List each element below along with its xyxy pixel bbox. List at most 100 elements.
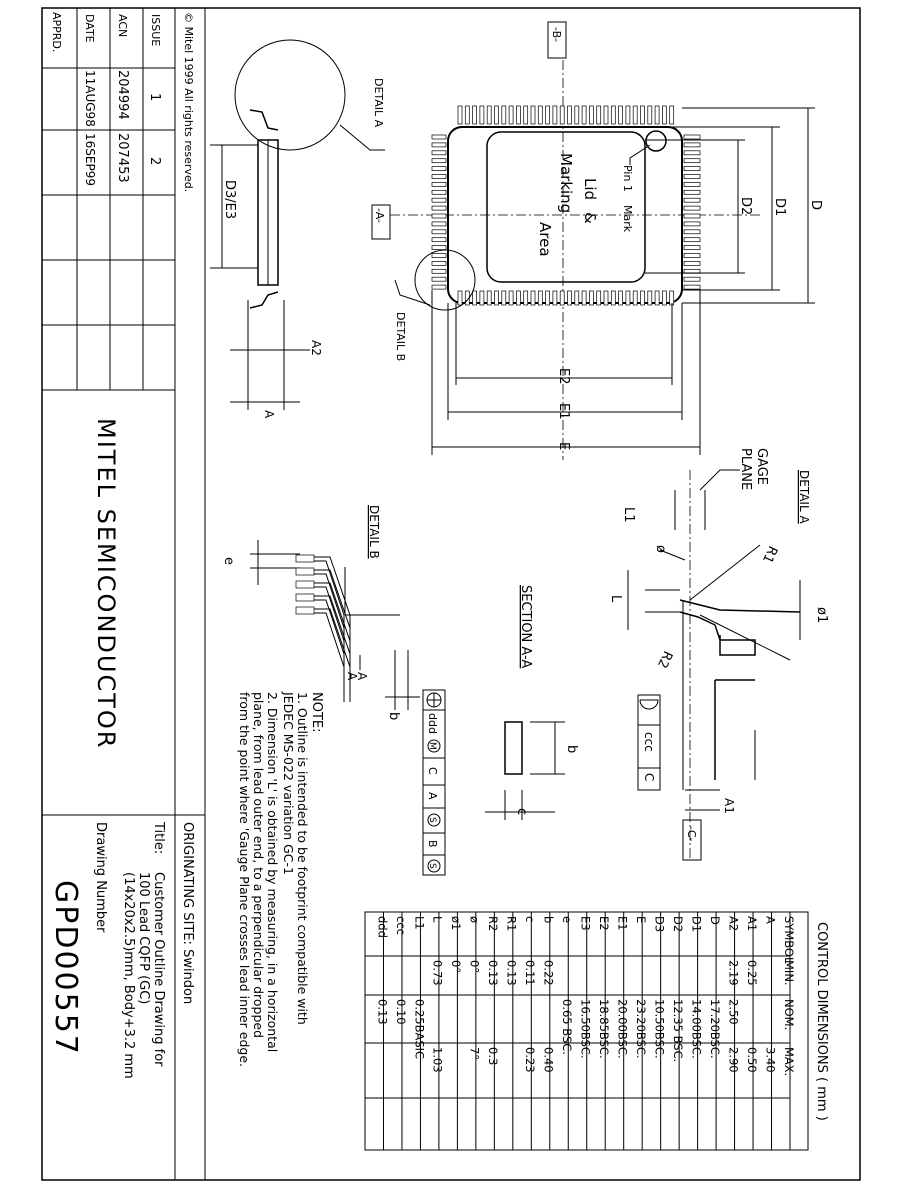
detail-b-a2: A xyxy=(345,672,359,681)
lead xyxy=(669,105,675,125)
lead xyxy=(683,276,701,282)
lead xyxy=(545,290,550,306)
lead xyxy=(431,205,447,211)
lead xyxy=(640,105,645,125)
dim-table-cell: R2 xyxy=(486,916,500,931)
dim-table-cell: 0.10 xyxy=(394,999,408,1025)
dim-d-group xyxy=(645,107,815,304)
datum-b-label: -B- xyxy=(550,27,563,42)
dim-d1-label: D1 xyxy=(772,198,787,216)
lead xyxy=(486,105,492,125)
dimension-table: CONTROL DIMENSIONS ( mm ) SYMBOLMIN.NOM.… xyxy=(364,911,829,1151)
detail-a-a1: A1 xyxy=(722,798,736,814)
lead xyxy=(431,245,447,250)
lead xyxy=(431,268,447,274)
lead xyxy=(431,276,447,282)
dim-table-cell: L1 xyxy=(412,916,426,930)
lead xyxy=(516,290,521,306)
section-aa-view xyxy=(485,721,565,820)
lead xyxy=(596,105,602,125)
lead xyxy=(431,174,447,179)
dim-table-cell: 0.13 xyxy=(375,999,389,1025)
dim-table-cell: 7° xyxy=(468,1047,482,1060)
detail-b-lead xyxy=(295,567,315,576)
lead xyxy=(662,105,667,125)
lead xyxy=(431,182,447,187)
ddd-a: A xyxy=(426,792,439,800)
lead xyxy=(552,290,558,306)
lead xyxy=(431,253,447,258)
lead xyxy=(647,290,653,306)
lead xyxy=(472,290,477,306)
dim-table-cell: 18.85BSC. xyxy=(597,999,611,1059)
package-side-view xyxy=(210,109,310,410)
ddd-m: M xyxy=(427,742,437,750)
dim-d-label: D xyxy=(808,200,823,210)
lead xyxy=(683,174,701,179)
dim-table-cell: 2.50 xyxy=(726,999,740,1025)
detail-b-e: e xyxy=(221,557,236,565)
lead xyxy=(486,290,492,306)
detail-b-lead xyxy=(295,593,315,602)
lead xyxy=(479,290,485,306)
detail-a-circle xyxy=(234,39,346,151)
lead xyxy=(683,261,701,266)
datum-c-label: -C- xyxy=(685,826,698,842)
note-line-5: from the point where 'Gauge Plane crosse… xyxy=(237,692,252,1067)
dim-table-cell: 0.23 xyxy=(523,1047,537,1073)
lead xyxy=(683,245,701,250)
lead xyxy=(683,189,701,195)
detail-b-lead xyxy=(295,580,315,589)
lead xyxy=(683,221,701,227)
lead xyxy=(662,290,667,306)
lead xyxy=(537,105,543,125)
dim-table-cell: 0.13 xyxy=(486,960,500,986)
lead xyxy=(574,105,580,125)
dim-table-cell: 2.19 xyxy=(726,960,740,986)
lead xyxy=(431,229,447,235)
dim-e-group xyxy=(431,290,701,455)
dim-a-label: A xyxy=(262,410,276,419)
lid-text-1: Lid xyxy=(581,178,599,200)
dim-e1-label: E1 xyxy=(556,403,571,420)
rev-date-1: 11AUG98 xyxy=(83,70,97,127)
dim-table-cell: 0.73 xyxy=(431,960,445,986)
note-line-3: 2. Dimension 'L' is obtained by measurin… xyxy=(265,692,280,1052)
dim-table-cell: 0.13 xyxy=(505,960,519,986)
dim-table-cell: 14.00BSC. xyxy=(689,999,703,1059)
dim-table-cell: R1 xyxy=(505,916,519,931)
detail-a-title: DETAIL A xyxy=(797,470,811,524)
dim-table-cell: D2 xyxy=(671,916,685,932)
package-top-view xyxy=(390,60,760,460)
lead xyxy=(516,105,521,125)
title-line-2: 100 Lead CQFP (GC) xyxy=(136,872,151,1004)
lead xyxy=(683,182,701,187)
copyright-text: © Mitel 1999 All rights reserved. xyxy=(182,12,195,192)
pin1-text-2: Mark xyxy=(621,205,634,233)
dim-table-cell: 0.3 xyxy=(486,1047,500,1065)
dim-table-header: SYMBOL xyxy=(782,916,796,964)
dim-e2-label: E2 xyxy=(556,368,571,385)
dim-table-cell: 0.50 xyxy=(745,1047,759,1073)
lead xyxy=(683,158,701,164)
dim-table-cell: e xyxy=(560,916,574,923)
detail-b-lead xyxy=(295,606,315,615)
section-aa-b: b xyxy=(564,745,579,753)
datum-a-frame xyxy=(371,204,391,240)
dim-table-cell: L xyxy=(431,916,445,923)
dim-table-cell: 17.20BSC. xyxy=(708,999,722,1059)
detail-b-ref: DETAIL B xyxy=(394,312,407,361)
dim-table-cell: 16.50BSC. xyxy=(579,999,593,1059)
dim-table-cell: A xyxy=(763,916,777,924)
lead xyxy=(581,105,587,125)
lead xyxy=(523,290,529,306)
detail-a-r2: R2 xyxy=(654,648,675,670)
ccc-datum: C xyxy=(642,773,656,781)
gage-plane-2: PLANE xyxy=(738,448,753,490)
company-name: MITEL SEMICONDUCTOR xyxy=(92,418,120,749)
dim-table-cell: 10.50BSC. xyxy=(653,999,667,1059)
lead xyxy=(683,205,701,211)
detail-a-ref: DETAIL A xyxy=(372,78,385,128)
lead xyxy=(654,290,660,306)
